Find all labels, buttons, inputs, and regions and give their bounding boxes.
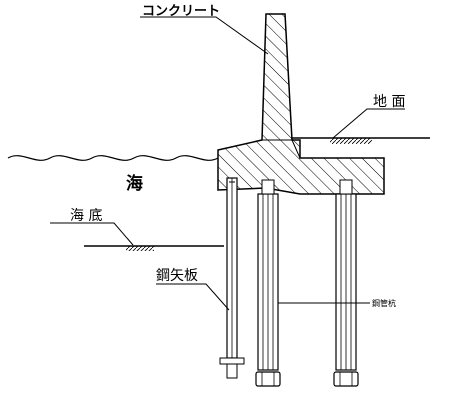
concrete-corner-lines	[262, 139, 301, 159]
label-sea: 海	[126, 173, 143, 194]
label-concrete: コンクリート	[142, 4, 220, 19]
pile-head-2	[339, 179, 353, 195]
concrete-structure	[217, 13, 385, 195]
leader-seabed	[50, 222, 134, 246]
label-steel-pipe-pile: 鋼管杭	[372, 298, 396, 308]
label-seabed: 海 底	[70, 208, 102, 224]
label-sheet-pile: 鋼矢板	[156, 268, 198, 284]
steel-sheet-pile	[219, 177, 245, 379]
pile-head-1	[261, 179, 275, 195]
seabed-soil-marking	[126, 246, 154, 251]
leader-concrete	[140, 16, 269, 55]
leader-ground	[332, 108, 405, 139]
sea-surface-wave	[7, 155, 219, 161]
label-ground: 地 面	[373, 94, 405, 110]
leader-sheet-pile	[156, 283, 230, 311]
ground-soil-marking	[330, 138, 372, 144]
steel-pipe-pile-2	[333, 193, 359, 387]
steel-pipe-pile-1	[255, 193, 281, 387]
